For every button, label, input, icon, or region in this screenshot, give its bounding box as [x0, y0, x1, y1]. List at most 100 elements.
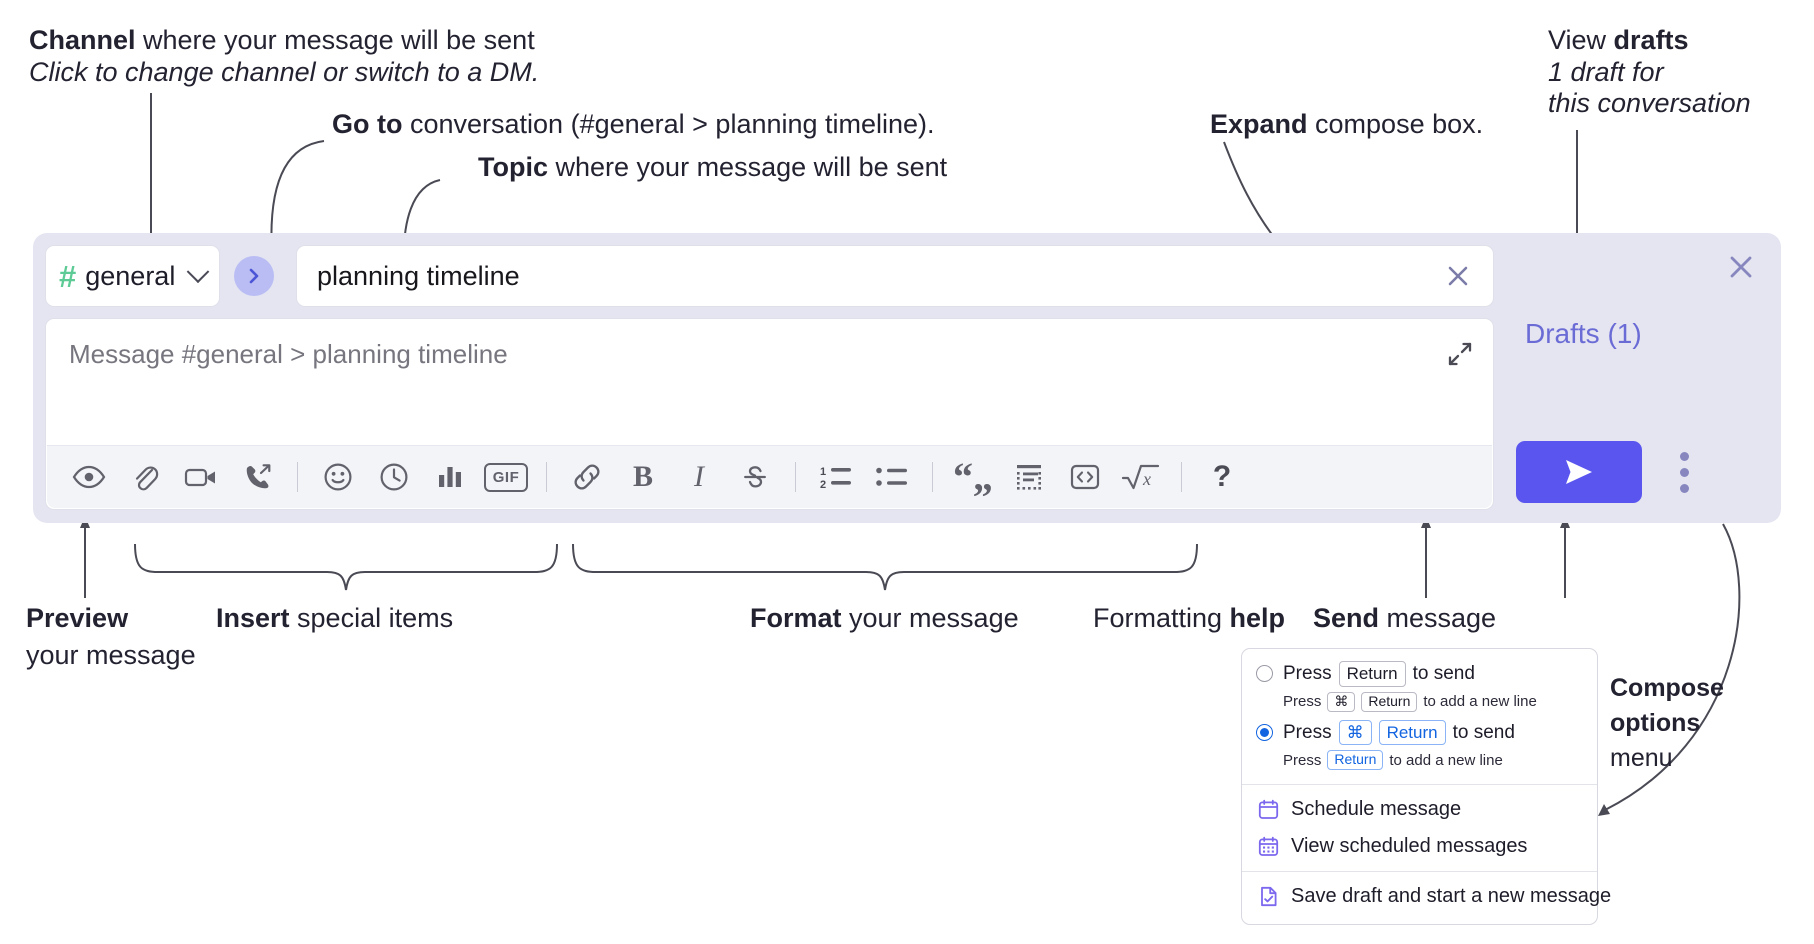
send-option-cmd-return-label: Press ⌘ Return to send — [1283, 719, 1515, 746]
key-return: Return — [1378, 719, 1446, 746]
bulleted-list-button[interactable] — [870, 455, 914, 499]
send-option-return-sub: Press ⌘ Return to add a new line — [1283, 691, 1537, 712]
svg-text:1: 1 — [820, 466, 826, 478]
annotation-preview-sub: your message — [26, 640, 196, 670]
topic-value: planning timeline — [317, 260, 520, 291]
blockquote-button[interactable]: “„ — [951, 455, 995, 499]
eye-icon — [72, 465, 106, 489]
link-icon — [574, 464, 600, 490]
annotation-compose-options-3: menu — [1610, 744, 1673, 772]
brace-format — [572, 543, 1198, 591]
inline-code-button[interactable] — [1063, 455, 1107, 499]
latex-button[interactable]: x — [1119, 455, 1163, 499]
toolbar-divider — [795, 462, 796, 492]
menu-item-view-scheduled-messages[interactable]: View scheduled messages — [1242, 828, 1597, 865]
send-option-cmd-return[interactable]: Press ⌘ Return to send — [1242, 718, 1597, 748]
emoji-button[interactable] — [316, 455, 360, 499]
channel-name-label: general — [85, 260, 176, 291]
ordered-list-button[interactable]: 1 2 — [814, 455, 858, 499]
menu-item-schedule-message[interactable]: Schedule message — [1242, 791, 1597, 828]
italic-button[interactable]: I — [677, 455, 721, 499]
compose-options-menu: Press Return to send Press ⌘ Return to a… — [1241, 648, 1611, 926]
video-clip-button[interactable] — [179, 455, 223, 499]
key-return: Return — [1361, 691, 1418, 712]
menu-divider — [1242, 784, 1597, 786]
arrowhead-compose-options — [1598, 804, 1610, 816]
menu-item-save-draft[interactable]: Save draft and start a new message — [1242, 878, 1611, 915]
strikethrough-button[interactable] — [733, 455, 777, 499]
annotation-send: Send message — [1313, 603, 1497, 633]
menu-item-label: View scheduled messages — [1291, 835, 1528, 858]
brace-insert — [134, 543, 558, 591]
bar-chart-icon — [439, 467, 461, 487]
chevron-down-icon — [186, 260, 210, 284]
quote-icon: “„ — [953, 454, 993, 499]
annotation-channel: Channel where your message will be sent — [29, 25, 535, 55]
video-camera-icon — [184, 468, 215, 487]
close-icon — [1448, 266, 1468, 286]
drafts-link[interactable]: Drafts (1) — [1525, 318, 1642, 349]
toolbar-divider — [297, 462, 298, 492]
close-icon — [1730, 256, 1752, 278]
annotation-goto: Go to conversation (#general > planning … — [332, 109, 935, 139]
italic-icon: I — [694, 460, 704, 493]
square-root-x-icon: x — [1121, 464, 1160, 490]
annotation-compose-options-2: options — [1610, 709, 1701, 737]
message-input-box[interactable]: Message #general > planning timeline — [45, 318, 1494, 510]
poll-button[interactable] — [428, 455, 472, 499]
calendar-grid-icon — [1258, 837, 1279, 857]
menu-item-label: Save draft and start a new message — [1291, 885, 1612, 908]
annotation-topic: Topic where your message will be sent — [478, 152, 948, 182]
key-command: ⌘ — [1327, 691, 1356, 712]
gif-icon: GIF — [484, 462, 528, 492]
annotation-preview: Preview — [26, 603, 129, 633]
link-button[interactable] — [565, 455, 609, 499]
menu-item-label: Schedule message — [1291, 798, 1462, 821]
topic-field[interactable]: planning timeline — [296, 245, 1494, 307]
send-option-return[interactable]: Press Return to send — [1242, 659, 1597, 689]
compose-panel: # general planning timeline Message #gen… — [33, 233, 1781, 523]
clock-icon — [380, 463, 408, 491]
calendar-icon — [1258, 800, 1279, 820]
schedule-group: Schedule message View scheduled messages — [1242, 785, 1597, 871]
annotation-drafts-sub1: 1 draft for — [1548, 57, 1664, 87]
gif-button[interactable]: GIF — [484, 455, 528, 499]
annotation-formatting-help: Formatting help — [1093, 603, 1286, 633]
formatting-toolbar: GIF B I — [47, 445, 1492, 508]
key-command: ⌘ — [1338, 719, 1372, 746]
radio-selected-icon — [1256, 724, 1273, 742]
compose-options-button[interactable] — [1669, 448, 1699, 496]
annotation-compose-options-1: Compose — [1610, 674, 1724, 702]
close-compose-button[interactable] — [1721, 247, 1761, 287]
message-placeholder: Message #general > planning timeline — [69, 339, 508, 369]
code-block-icon — [1017, 465, 1041, 490]
annotation-expand: Expand compose box. — [1210, 109, 1484, 139]
key-return: Return — [1338, 661, 1406, 687]
clear-topic-button[interactable] — [1441, 259, 1475, 293]
bold-button[interactable]: B — [621, 455, 665, 499]
question-mark-icon: ? — [1212, 460, 1232, 493]
channel-selector[interactable]: # general — [45, 245, 220, 307]
document-check-icon — [1261, 887, 1277, 907]
preview-button[interactable] — [67, 455, 111, 499]
numbered-list-icon: 1 2 — [820, 466, 851, 490]
send-button[interactable] — [1516, 441, 1642, 503]
annotation-format: Format your message — [750, 603, 1019, 633]
svg-text:2: 2 — [820, 479, 826, 490]
toolbar-divider — [546, 462, 547, 492]
compose-header-row: # general — [45, 245, 274, 307]
formatting-help-button[interactable]: ? — [1200, 455, 1244, 499]
expand-compose-button[interactable] — [1441, 335, 1479, 373]
code-block-button[interactable] — [1007, 455, 1051, 499]
goto-conversation-button[interactable] — [234, 256, 274, 296]
smiley-icon — [324, 463, 352, 491]
annotation-drafts-sub2: this conversation — [1548, 88, 1751, 118]
svg-text:x: x — [1142, 469, 1151, 489]
annotation-channel-sub: Click to change channel or switch to a D… — [29, 57, 540, 87]
attachment-button[interactable] — [123, 455, 167, 499]
toolbar-divider — [1181, 462, 1182, 492]
reminder-button[interactable] — [372, 455, 416, 499]
audio-clip-button[interactable] — [235, 455, 279, 499]
toolbar-divider — [932, 462, 933, 492]
